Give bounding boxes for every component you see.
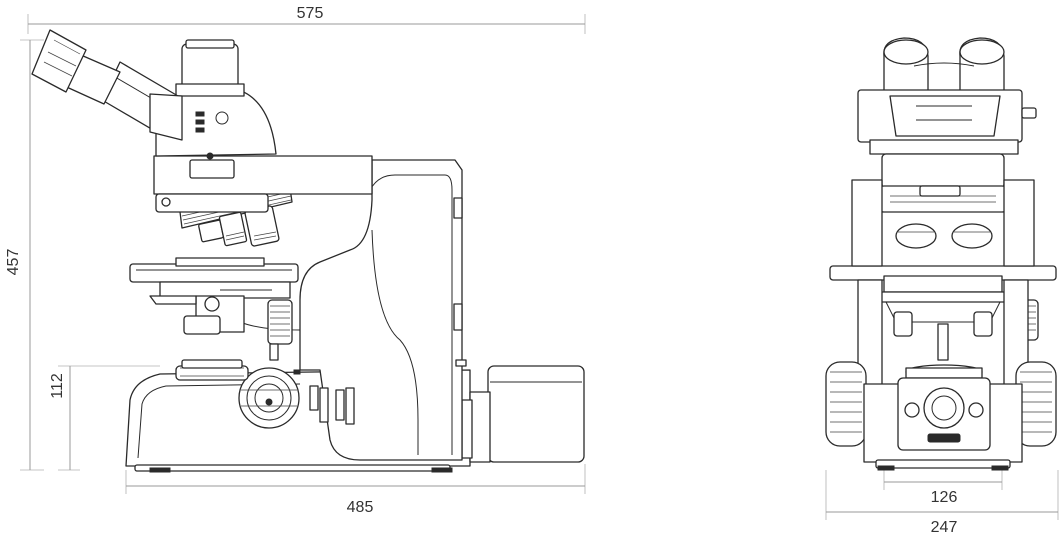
dimension-label-126: 126: [931, 489, 958, 506]
microscope-side-view: [31, 29, 585, 473]
dimension-575: 575: [27, 5, 586, 34]
dimension-label-485: 485: [347, 499, 374, 516]
dimension-457: 457: [5, 39, 44, 471]
dimension-485: 485: [125, 464, 586, 516]
dimension-label-575: 575: [297, 5, 324, 22]
dimension-label-247: 247: [931, 519, 958, 536]
microscope-front-view: [825, 37, 1057, 471]
dimension-label-112: 112: [49, 373, 66, 399]
dimension-247: 247: [825, 470, 1059, 536]
dimension-112: 112: [49, 365, 160, 471]
dimension-label-457: 457: [5, 249, 22, 276]
dimension-126: 126: [883, 470, 1003, 506]
